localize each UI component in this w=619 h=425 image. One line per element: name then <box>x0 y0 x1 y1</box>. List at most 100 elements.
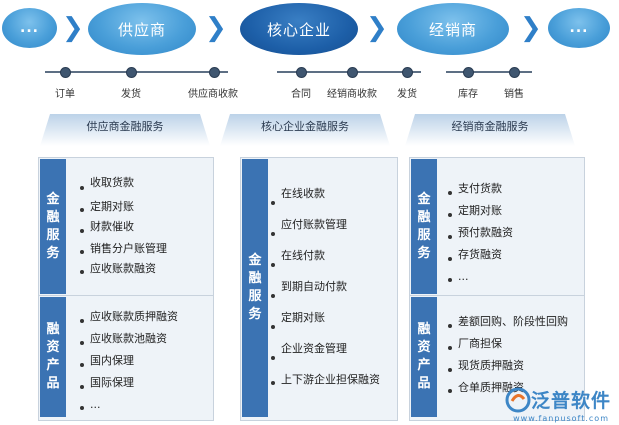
label-char: 品 <box>417 376 431 391</box>
timeline-dot <box>347 67 358 78</box>
label-char: 金 <box>46 191 60 207</box>
list-item: 收取货款 <box>80 176 167 200</box>
watermark-logo: 泛普软件 <box>505 386 611 413</box>
header-arrow-shape <box>405 114 575 146</box>
list-item: 在线付款 <box>271 249 380 280</box>
distributor-label: 经销商 <box>428 20 477 39</box>
watermark-name: 泛普软件 <box>530 390 611 412</box>
label-char: 产 <box>417 358 431 373</box>
label-char: 服 <box>248 289 262 304</box>
list-item: 定期对账 <box>271 311 380 342</box>
list-item: 现货质押融资 <box>448 359 568 381</box>
core-service-title: 核心企业金融服务 <box>261 120 349 133</box>
list-item: 定期对账 <box>448 204 513 226</box>
timeline-dot <box>60 67 71 78</box>
chain-start-node: ... <box>2 8 57 48</box>
core-finance-service-label: 金 融 服 务 <box>242 159 268 417</box>
core-enterprise-label: 核心企业 <box>266 20 331 39</box>
timeline-label: 经销商收款 <box>327 89 377 100</box>
distributor-column <box>409 157 585 421</box>
core-enterprise-node: 核心企业 <box>240 3 358 55</box>
list-item: 应付账款管理 <box>271 218 380 249</box>
supplier-service-title: 供应商金融服务 <box>86 120 164 133</box>
list-item: 差额回购、阶段性回购 <box>448 315 568 337</box>
core-service-list: 在线收款 应付账款管理 在线付款 到期自动付款 定期对账 企业资金管理 上下游企… <box>271 187 380 393</box>
watermark-url: www.fanpusoft.com <box>513 414 609 423</box>
supplier-label: 供应商 <box>117 20 166 39</box>
list-item: 预付款融资 <box>448 226 513 248</box>
list-item: 在线收款 <box>271 187 380 218</box>
core-service-header: 核心企业金融服务 <box>220 114 390 146</box>
supplier-finance-product-label: 融 资 产 品 <box>40 297 66 417</box>
timeline-dot <box>296 67 307 78</box>
timeline-label: 库存 <box>458 89 478 100</box>
chain-start-label: ... <box>20 20 39 36</box>
timeline-dot <box>463 67 474 78</box>
label-char: 资 <box>46 340 60 355</box>
distributor-service-title: 经销商金融服务 <box>451 120 529 133</box>
timeline-label: 供应商收款 <box>188 89 238 100</box>
distributor-service-header: 经销商金融服务 <box>405 114 575 146</box>
label-char: 资 <box>417 340 431 355</box>
label-char: 务 <box>46 245 60 261</box>
chain-end-label: ... <box>569 20 589 36</box>
supplier-service-header: 供应商金融服务 <box>40 114 210 146</box>
distributor-product-list: 差额回购、阶段性回购 厂商担保 现货质押融资 仓单质押融资 <box>448 315 568 401</box>
arrow-right-icon: ❯ <box>205 13 227 43</box>
timeline-dot <box>209 67 220 78</box>
list-item: 应收账款质押融资 <box>80 310 178 332</box>
header-arrow-shape <box>220 114 390 146</box>
list-item: 支付货款 <box>448 182 513 204</box>
list-item: 定期对账 <box>80 200 167 220</box>
list-item: 企业资金管理 <box>271 342 380 373</box>
timeline-label: 发货 <box>397 89 417 100</box>
list-item: 国际保理 <box>80 376 178 398</box>
supplier-column <box>38 157 214 421</box>
timeline-dot <box>126 67 137 78</box>
arrow-right-icon: ❯ <box>520 13 542 43</box>
label-char: 服 <box>46 227 60 243</box>
supplier-finance-service-label: 金 融 服 务 <box>40 159 66 294</box>
list-item: ... <box>80 398 178 418</box>
distributor-finance-service-label: 金 融 服 务 <box>411 159 437 294</box>
list-item: 应收账款池融资 <box>80 332 178 354</box>
label-char: 服 <box>417 227 431 243</box>
list-item: 应收账款融资 <box>80 262 167 282</box>
list-item: 国内保理 <box>80 354 178 376</box>
label-char: 务 <box>248 307 262 322</box>
label-char: 融 <box>46 322 60 337</box>
distributor-service-list: 支付货款 定期对账 预付款融资 存货融资 ... <box>448 182 513 290</box>
label-char: 融 <box>417 209 431 225</box>
label-char: 金 <box>248 253 262 268</box>
list-item: 仓单质押融资 <box>448 381 568 401</box>
timeline-label: 发货 <box>121 89 141 100</box>
column-divider <box>409 295 584 296</box>
chain-end-node: ... <box>548 8 610 48</box>
list-item: 厂商担保 <box>448 337 568 359</box>
arrow-right-icon: ❯ <box>62 13 84 43</box>
supplier-node: 供应商 <box>88 3 196 55</box>
list-item: 财款催收 <box>80 220 167 242</box>
label-char: 融 <box>248 271 262 286</box>
label-char: 务 <box>417 245 431 261</box>
list-item: ... <box>448 270 513 290</box>
supplier-service-list: 收取货款 定期对账 财款催收 销售分户账管理 应收账款融资 <box>80 176 167 282</box>
label-char: 金 <box>417 191 431 207</box>
distributor-node: 经销商 <box>397 3 509 55</box>
supplier-product-list: 应收账款质押融资 应收账款池融资 国内保理 国际保理 ... <box>80 310 178 418</box>
header-arrow-shape <box>40 114 210 146</box>
brand-logo-icon <box>505 387 531 412</box>
timeline-label: 销售 <box>504 89 524 100</box>
label-char: 融 <box>417 322 431 337</box>
arrow-right-icon: ❯ <box>366 13 388 43</box>
distributor-finance-product-label: 融 资 产 品 <box>411 297 437 417</box>
distributor-timeline <box>446 71 532 73</box>
list-item: 到期自动付款 <box>271 280 380 311</box>
timeline-label: 合同 <box>291 89 311 100</box>
column-divider <box>38 295 213 296</box>
timeline-dot <box>509 67 520 78</box>
timeline-label: 订单 <box>55 89 75 100</box>
list-item: 销售分户账管理 <box>80 242 167 262</box>
list-item: 存货融资 <box>448 248 513 270</box>
label-char: 品 <box>46 376 60 391</box>
